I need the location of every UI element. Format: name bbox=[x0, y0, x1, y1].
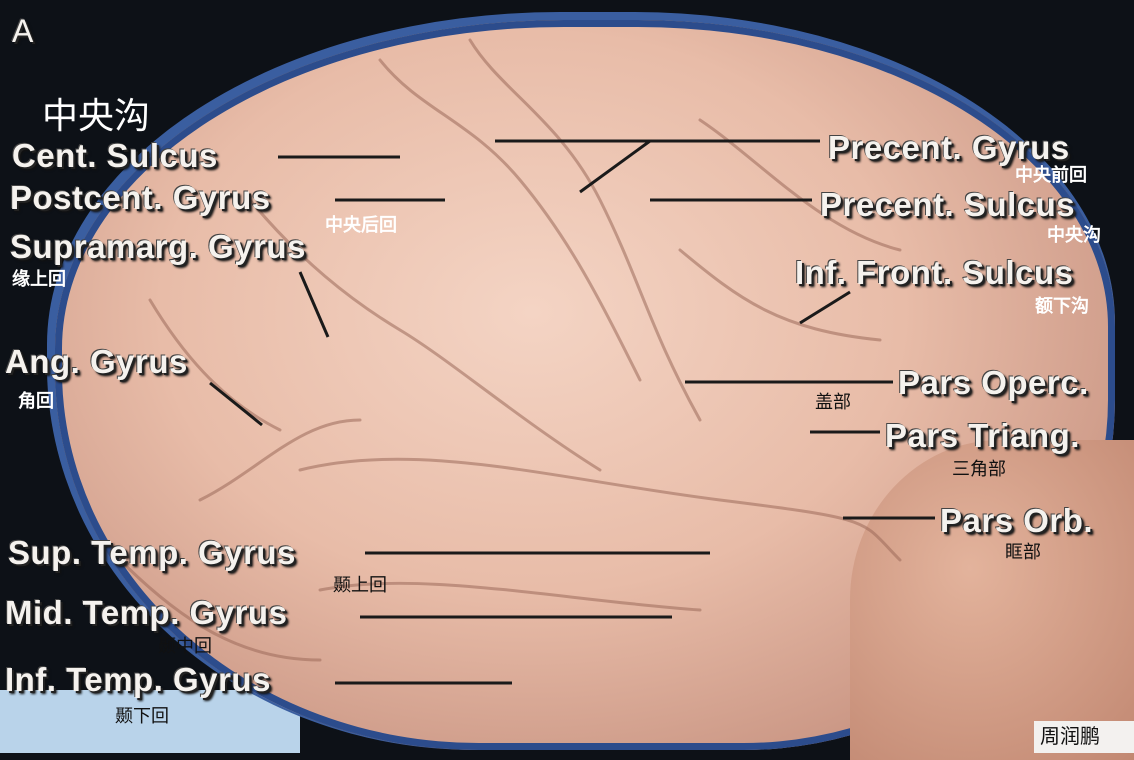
supramarg-gyrus-cn: 缘上回 bbox=[12, 269, 66, 290]
leader-supramarg-gyrus bbox=[298, 271, 330, 338]
leader-inf-front-sulcus bbox=[799, 290, 851, 325]
pars-triang-cn: 三角部 bbox=[952, 459, 1006, 480]
postcent-gyrus-label: Postcent. Gyrus bbox=[10, 179, 271, 216]
pars-triang-label: Pars Triang. bbox=[885, 417, 1080, 454]
inf-front-sulcus-cn: 额下沟 bbox=[1035, 296, 1089, 317]
inf-temp-gyrus-cn: 颞下回 bbox=[115, 706, 169, 727]
cent-sulcus-cn: 中央沟 bbox=[42, 96, 151, 137]
precent-sulcus-cn: 中央沟 bbox=[1047, 225, 1101, 246]
pars-operc-cn: 盖部 bbox=[815, 392, 851, 413]
inf-front-sulcus-label: Inf. Front. Sulcus bbox=[795, 254, 1074, 291]
background-corner bbox=[0, 690, 300, 753]
sup-temp-gyrus-label: Sup. Temp. Gyrus bbox=[8, 534, 296, 571]
pars-orb-label: Pars Orb. bbox=[940, 502, 1094, 539]
ang-gyrus-label: Ang. Gyrus bbox=[5, 343, 188, 380]
precent-sulcus-label: Precent. Sulcus bbox=[820, 186, 1076, 223]
leader-precent-gyrus-branch bbox=[579, 139, 651, 194]
pars-operc-label: Pars Operc. bbox=[898, 364, 1089, 401]
pars-orb-cn: 眶部 bbox=[1005, 542, 1041, 563]
precent-gyrus-cn: 中央前回 bbox=[1015, 165, 1087, 186]
panel-letter: A bbox=[12, 13, 34, 49]
precent-gyrus-label: Precent. Gyrus bbox=[828, 129, 1070, 166]
mid-temp-gyrus-label: Mid. Temp. Gyrus bbox=[5, 594, 288, 631]
supramarg-gyrus-label: Supramarg. Gyrus bbox=[10, 228, 306, 265]
orbital-region bbox=[850, 440, 1134, 760]
mid-temp-gyrus-cn: 颞中回 bbox=[158, 636, 212, 657]
leader-ang-gyrus bbox=[209, 381, 263, 427]
leader-lines bbox=[209, 139, 935, 685]
ang-gyrus-cn: 角回 bbox=[18, 391, 54, 412]
inf-temp-gyrus-label: Inf. Temp. Gyrus bbox=[5, 661, 271, 698]
cent-sulcus-label: Cent. Sulcus bbox=[12, 137, 218, 174]
postcent-gyrus-cn: 中央后回 bbox=[325, 215, 397, 236]
signature-box bbox=[1034, 721, 1134, 753]
signature: 周润鹏 bbox=[1040, 724, 1100, 748]
sup-temp-gyrus-cn: 颞上回 bbox=[333, 575, 387, 596]
